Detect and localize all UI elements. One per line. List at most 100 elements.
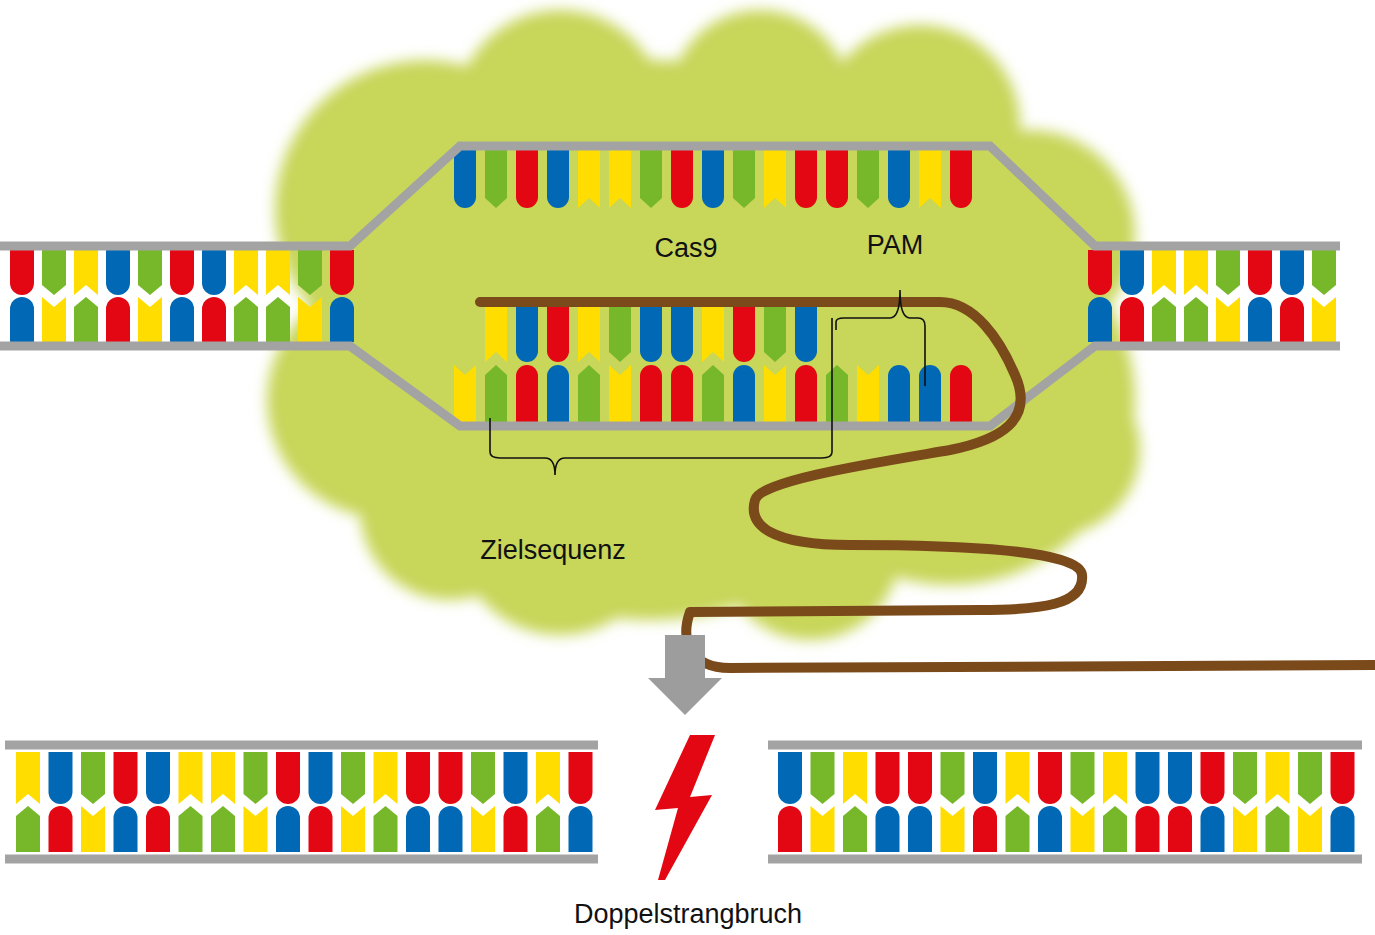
base [266,250,290,295]
base [81,752,105,804]
base [1216,297,1240,342]
base [454,150,476,208]
base [266,297,290,342]
base [811,752,835,804]
base [778,752,802,804]
base [74,297,98,342]
base [950,150,972,208]
base [330,250,354,295]
base [826,150,848,208]
base [1168,752,1192,804]
base [1184,250,1208,295]
brackets [490,290,925,475]
base [795,150,817,208]
base [569,752,593,804]
base [234,250,258,295]
base [857,365,879,422]
base [1071,752,1095,804]
base [516,365,538,422]
base [1298,752,1322,804]
base [406,806,430,852]
base [1233,752,1257,804]
base [795,307,817,362]
base [1216,250,1240,295]
base [919,150,941,208]
base [941,806,965,852]
base [1312,250,1336,295]
base [764,150,786,208]
base [374,806,398,852]
base [374,752,398,804]
base [795,365,817,422]
base [234,297,258,342]
base [1266,752,1290,804]
base [49,806,73,852]
label: Zielsequenz [480,535,626,566]
base [202,297,226,342]
base [547,365,569,422]
base [276,806,300,852]
base [671,365,693,422]
base [950,365,972,422]
base [1248,250,1272,295]
base [211,806,235,852]
base [471,806,495,852]
base [733,365,755,422]
base [309,752,333,804]
base [10,250,34,295]
base [876,806,900,852]
base [1088,250,1112,295]
base [569,806,593,852]
label: Doppelstrangbruch [574,899,802,930]
base [1248,297,1272,342]
base [578,307,600,362]
label: PAM [867,230,924,261]
base [1280,250,1304,295]
base [74,250,98,295]
base [640,307,662,362]
base [1006,806,1030,852]
base [1120,250,1144,295]
base [547,150,569,208]
base [908,806,932,852]
base [42,250,66,295]
base [179,806,203,852]
base [536,806,560,852]
base [764,307,786,362]
base [857,150,879,208]
base [341,806,365,852]
base [309,806,333,852]
base [298,250,322,295]
base [454,365,476,422]
base [843,806,867,852]
base [1136,806,1160,852]
base [609,307,631,362]
base [609,365,631,422]
label: Cas9 [654,233,717,264]
base [1103,806,1127,852]
process-arrow [648,635,722,715]
base [1152,250,1176,295]
base [1038,806,1062,852]
base [547,307,569,362]
base [1006,752,1030,804]
base [106,297,130,342]
base [1298,806,1322,852]
base [1120,297,1144,342]
base [702,365,724,422]
dna-backbones [0,146,1362,859]
base [504,806,528,852]
base [1038,752,1062,804]
base [702,307,724,362]
base [843,752,867,804]
base [170,297,194,342]
base [826,365,848,422]
base [146,806,170,852]
base [276,752,300,804]
base [516,307,538,362]
base [106,250,130,295]
base [244,752,268,804]
base [10,297,34,342]
